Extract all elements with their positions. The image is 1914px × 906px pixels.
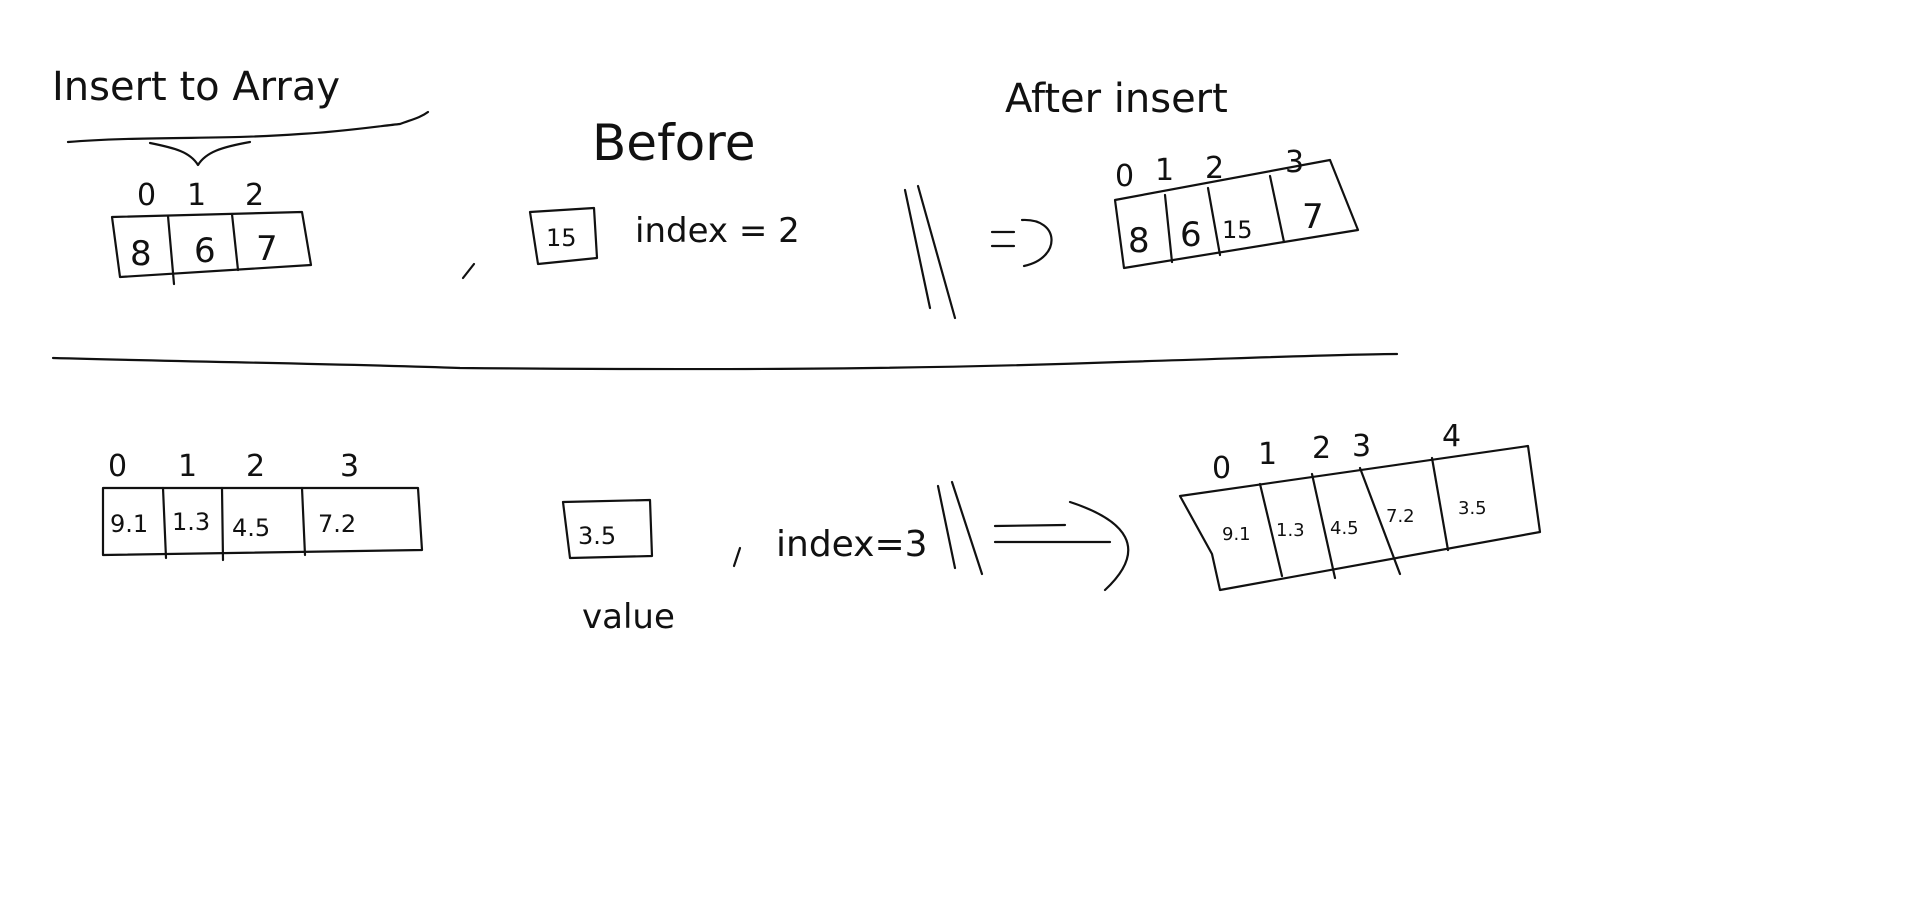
ex1-separator-line-2 (916, 184, 957, 320)
ex1-result-divider-1 (1163, 193, 1174, 264)
ex2-result-box (1178, 444, 1542, 592)
ex2-result-cell-3: 7.2 (1386, 506, 1415, 527)
ex2-value-label: value (582, 597, 675, 637)
ex2-result-divider-2 (1310, 472, 1337, 580)
ex1-original-cell-0: 8 (130, 234, 152, 274)
ex1-comma (461, 262, 476, 280)
ex2-result-cell-0: 9.1 (1222, 524, 1251, 545)
ex2-separator-line-1 (936, 484, 957, 570)
ex1-original-index-2: 2 (245, 178, 264, 213)
title-underline (66, 110, 430, 144)
title-brace (148, 140, 252, 167)
ex1-original-divider-1 (166, 214, 176, 286)
ex2-result-divider-1 (1258, 482, 1284, 578)
ex1-value-box: 15 (528, 206, 599, 266)
ex1-value-box-outline (528, 206, 599, 266)
ex2-original-index-2: 2 (246, 449, 265, 484)
ex2-result-cell-1: 1.3 (1276, 520, 1305, 541)
ex1-result-cell-3: 7 (1302, 197, 1324, 237)
ex1-value: 15 (546, 224, 577, 252)
ex2-index-text: index=3 (776, 524, 928, 565)
ex2-original-divider-2 (220, 486, 225, 562)
ex2-result-index-0: 0 (1212, 451, 1231, 486)
ex1-result-index-1: 1 (1155, 153, 1174, 188)
ex2-result-index-3: 3 (1352, 429, 1371, 464)
section-divider-line (51, 352, 1399, 371)
ex1-original-index-1: 1 (187, 178, 206, 213)
ex1-result-array: 0 1 2 3 8 6 15 7 (1113, 145, 1360, 270)
ex2-original-array: 0 1 2 3 9.1 1.3 4.5 7.2 (101, 449, 424, 562)
ex2-arrow (993, 500, 1130, 592)
ex2-result-divider-4 (1430, 456, 1450, 552)
ex2-original-index-3: 3 (340, 449, 359, 484)
ex2-original-index-1: 1 (178, 449, 197, 484)
ex1-result-index-2: 2 (1205, 151, 1224, 186)
ex1-result-cell-0: 8 (1128, 221, 1150, 261)
ex1-result-box (1113, 158, 1360, 270)
ex1-index-text: index = 2 (635, 211, 800, 251)
ex2-original-cell-0: 9.1 (110, 510, 148, 538)
ex2-original-divider-1 (161, 486, 168, 560)
ex1-separator-line-1 (903, 188, 932, 310)
ex2-original-cell-3: 7.2 (318, 510, 356, 538)
ex1-original-cell-1: 6 (194, 231, 216, 271)
ex2-separator-line-2 (950, 480, 984, 576)
before-label: Before (592, 114, 755, 172)
ex2-value-box: 3.5 (561, 498, 654, 560)
ex1-result-divider-2 (1206, 186, 1222, 257)
ex2-result-index-4: 4 (1442, 419, 1461, 454)
ex1-result-index-0: 0 (1115, 159, 1134, 194)
ex2-result-divider-3 (1358, 466, 1402, 576)
after-label: After insert (1005, 76, 1228, 122)
ex1-original-box (110, 210, 313, 279)
ex2-value: 3.5 (578, 522, 616, 550)
ex2-original-index-0: 0 (108, 449, 127, 484)
ex2-original-cell-1: 1.3 (172, 508, 210, 536)
ex2-original-box (101, 486, 424, 557)
ex2-result-cell-4: 3.5 (1458, 498, 1487, 519)
ex1-original-cell-2: 7 (256, 229, 278, 269)
ex2-result-array: 0 1 2 3 4 9.1 1.3 4.5 7.2 3.5 (1178, 419, 1542, 592)
ex2-value-box-outline (561, 498, 654, 560)
ex1-result-cell-1: 6 (1180, 215, 1202, 255)
ex1-original-index-0: 0 (137, 178, 156, 213)
ex1-result-cell-2: 15 (1222, 216, 1253, 244)
diagram-title: Insert to Array (52, 64, 340, 110)
ex1-original-array: 0 1 2 8 6 7 (110, 178, 313, 286)
ex1-arrow (990, 218, 1053, 268)
ex2-comma (732, 546, 742, 568)
ex2-original-cell-2: 4.5 (232, 514, 270, 542)
ex1-result-divider-3 (1268, 174, 1286, 244)
ex1-original-divider-2 (230, 212, 240, 272)
ex2-result-index-1: 1 (1258, 437, 1277, 472)
ex2-result-index-2: 2 (1312, 431, 1331, 466)
ex1-result-index-3: 3 (1285, 145, 1304, 180)
ex2-original-divider-3 (300, 486, 307, 557)
ex2-result-cell-2: 4.5 (1330, 518, 1359, 539)
